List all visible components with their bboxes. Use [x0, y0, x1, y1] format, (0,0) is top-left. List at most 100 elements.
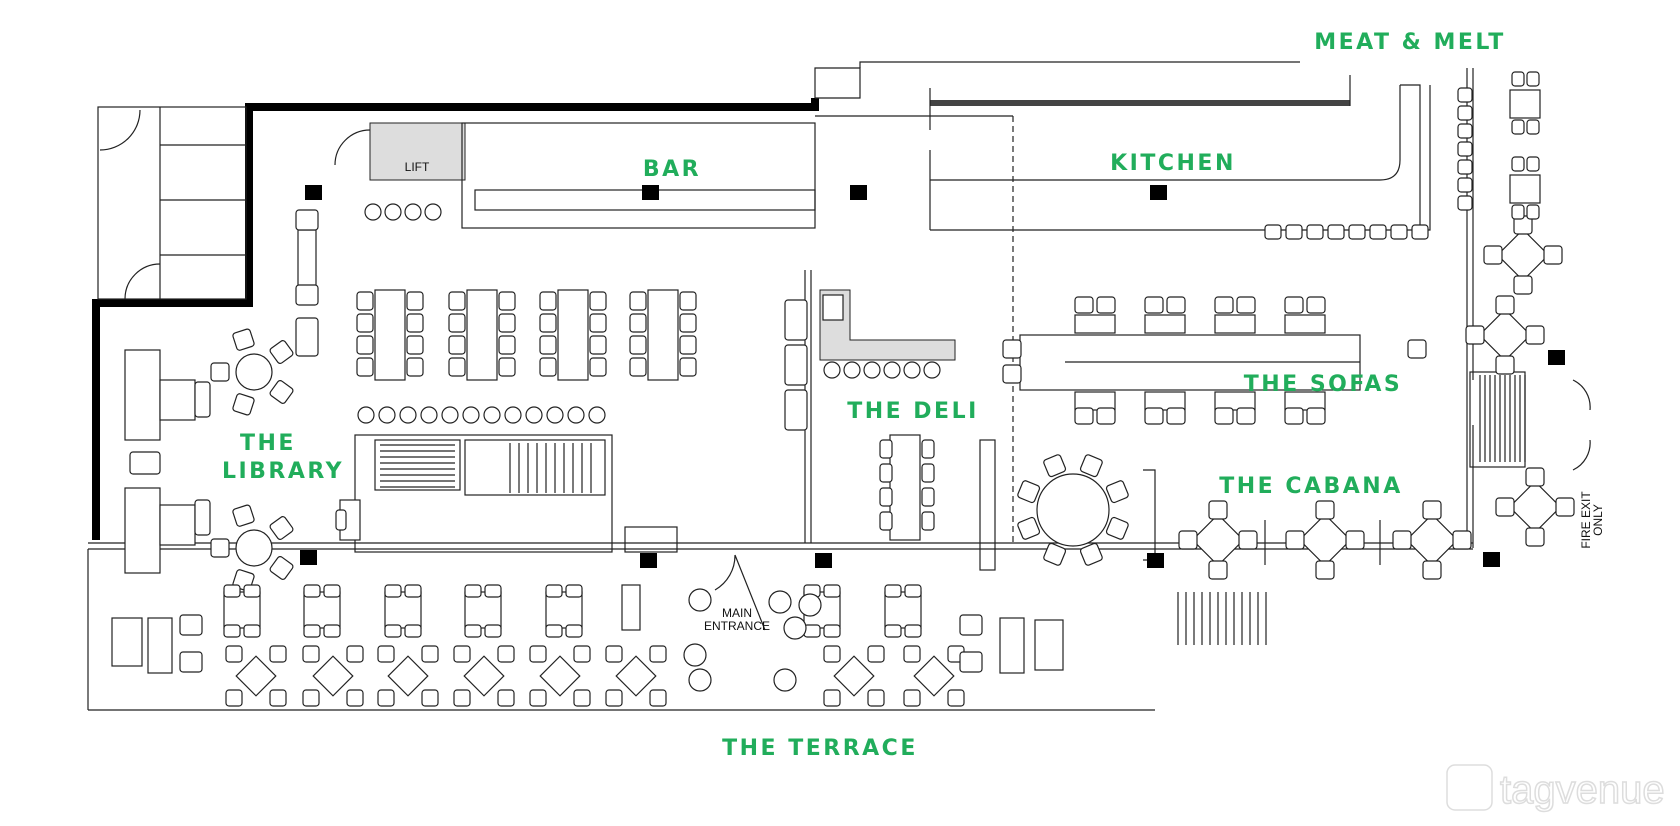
column — [1147, 553, 1164, 568]
chair — [879, 511, 893, 531]
chair — [1511, 204, 1525, 220]
table — [1214, 314, 1256, 334]
zone-label-cabana: THE CABANA — [1219, 474, 1403, 499]
chair — [1327, 224, 1345, 240]
stool — [525, 406, 543, 424]
terrace-table — [884, 591, 922, 629]
square-table — [1508, 480, 1562, 534]
stool — [843, 361, 861, 379]
chair — [605, 645, 623, 663]
chair — [1345, 530, 1365, 550]
table — [1214, 391, 1256, 411]
chair — [448, 291, 466, 311]
chair — [1315, 560, 1335, 580]
chair — [947, 689, 965, 707]
chair — [243, 584, 261, 598]
chair — [573, 645, 591, 663]
chair — [295, 209, 319, 231]
chair — [823, 689, 841, 707]
square-table — [1496, 228, 1550, 282]
chair — [1144, 407, 1164, 425]
chair — [1002, 364, 1022, 384]
stool — [546, 406, 564, 424]
chair — [1513, 275, 1533, 295]
table — [1074, 314, 1116, 334]
chair — [629, 335, 647, 355]
chair — [921, 487, 935, 507]
stool — [378, 406, 396, 424]
stool — [404, 203, 422, 221]
chair — [1525, 325, 1545, 345]
chair — [356, 357, 374, 377]
chair — [232, 393, 255, 416]
walls: LIFT — [87, 61, 1591, 711]
chair — [232, 328, 255, 351]
chair — [1178, 530, 1198, 550]
chair — [1214, 296, 1234, 314]
chair — [1555, 497, 1575, 517]
chair — [1511, 119, 1525, 135]
chair — [1495, 295, 1515, 315]
chair — [210, 362, 230, 382]
terrace-table — [303, 591, 341, 629]
stool — [504, 406, 522, 424]
zone-label-bar: BAR — [643, 157, 701, 182]
chair — [223, 584, 241, 598]
zone-label-library-line2: LIBRARY — [222, 459, 344, 484]
stool — [588, 406, 606, 424]
chair — [539, 335, 557, 355]
chair — [356, 335, 374, 355]
chair — [529, 689, 547, 707]
chair — [223, 624, 241, 638]
chair — [959, 614, 983, 636]
chair — [1457, 195, 1473, 211]
long-table — [466, 289, 498, 381]
chair — [1369, 224, 1387, 240]
chair — [129, 451, 161, 475]
chair — [464, 624, 482, 638]
terrace-table — [235, 655, 277, 697]
chair — [921, 463, 935, 483]
chair — [784, 299, 808, 341]
chair — [384, 584, 402, 598]
chair — [303, 584, 321, 598]
chair — [629, 291, 647, 311]
stool — [420, 406, 438, 424]
column — [850, 185, 867, 200]
chair — [1105, 480, 1129, 504]
plant-icon — [768, 590, 792, 614]
stool — [399, 406, 417, 424]
chair — [1526, 119, 1540, 135]
column — [642, 185, 659, 200]
stool — [567, 406, 585, 424]
chair — [1306, 407, 1326, 425]
chair — [629, 313, 647, 333]
chair — [545, 624, 563, 638]
chair — [589, 313, 607, 333]
terrace-table — [615, 655, 657, 697]
chair — [573, 689, 591, 707]
table — [159, 379, 196, 421]
chair — [1236, 296, 1256, 314]
square-table — [1191, 513, 1245, 567]
chair — [539, 313, 557, 333]
chair — [421, 689, 439, 707]
chair — [453, 689, 471, 707]
chair — [904, 584, 922, 598]
chair — [589, 357, 607, 377]
chair — [1457, 87, 1473, 103]
chair — [225, 645, 243, 663]
chair — [1096, 407, 1116, 425]
chair — [1526, 204, 1540, 220]
sofa — [124, 487, 161, 574]
chair — [823, 624, 841, 638]
chair — [498, 335, 516, 355]
chair — [884, 584, 902, 598]
chair — [498, 313, 516, 333]
chair — [1306, 296, 1326, 314]
chair — [1043, 542, 1067, 566]
table — [1144, 391, 1186, 411]
chair — [539, 291, 557, 311]
watermark-text: tagvenue — [1500, 768, 1665, 812]
